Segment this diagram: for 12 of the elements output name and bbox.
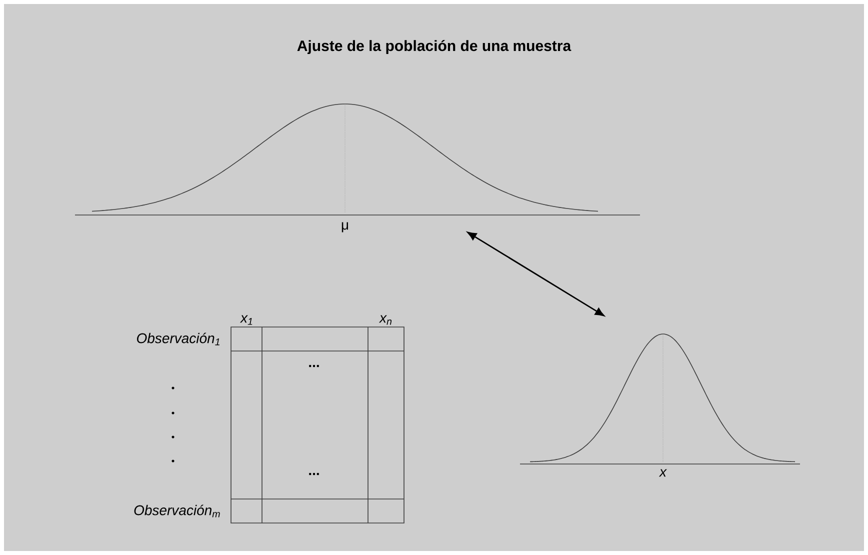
row-label: Observación$_{m}$	[134, 504, 220, 518]
mean-label: x	[658, 469, 667, 477]
title: Ajuste de la población de una muestra	[297, 40, 572, 54]
double-arrow	[467, 232, 604, 316]
column-label: x$_{1}$	[240, 315, 252, 325]
bell-curve-drawing	[74, 104, 640, 216]
ellipsis: ...	[309, 364, 319, 368]
bell-curve-drawing	[520, 334, 800, 464]
ellipsis: ...	[309, 472, 319, 476]
mean-label: μ	[342, 222, 348, 232]
row-label: Observación$_{1}$	[137, 332, 220, 346]
column-label: x$_{n}$	[378, 315, 392, 325]
